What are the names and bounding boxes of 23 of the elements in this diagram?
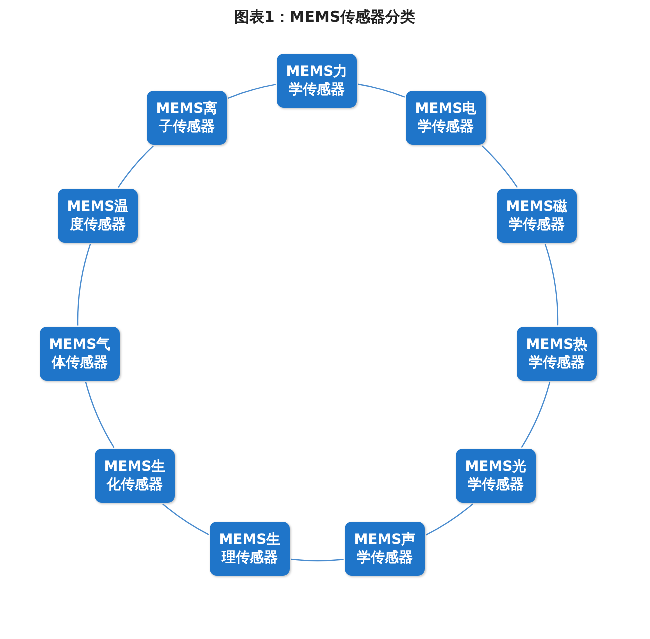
connector-line: [77, 244, 92, 326]
category-box: MEMS热学传感器: [517, 327, 597, 381]
connector-line: [426, 504, 474, 536]
category-box: MEMS力学传感器: [277, 54, 357, 108]
connector-line: [544, 244, 559, 326]
category-box: MEMS磁学传感器: [497, 189, 577, 243]
category-box: MEMS电学传感器: [406, 91, 486, 145]
connector-line: [291, 558, 344, 562]
connector-line: [482, 146, 518, 188]
connector-line: [228, 84, 276, 99]
connector-line: [358, 84, 406, 98]
category-box: MEMS离子传感器: [147, 91, 227, 145]
category-box: MEMS生理传感器: [210, 522, 290, 576]
connector-line: [118, 146, 154, 188]
category-box: MEMS生化传感器: [95, 449, 175, 503]
category-box: MEMS气体传感器: [40, 327, 120, 381]
category-box: MEMS温度传感器: [58, 189, 138, 243]
connector-line: [85, 382, 115, 448]
connector-line: [521, 382, 551, 448]
category-box: MEMS声学传感器: [345, 522, 425, 576]
connector-line: [162, 504, 210, 536]
category-box: MEMS光学传感器: [456, 449, 536, 503]
diagram-title: 图表1：MEMS传感器分类: [233, 8, 417, 27]
